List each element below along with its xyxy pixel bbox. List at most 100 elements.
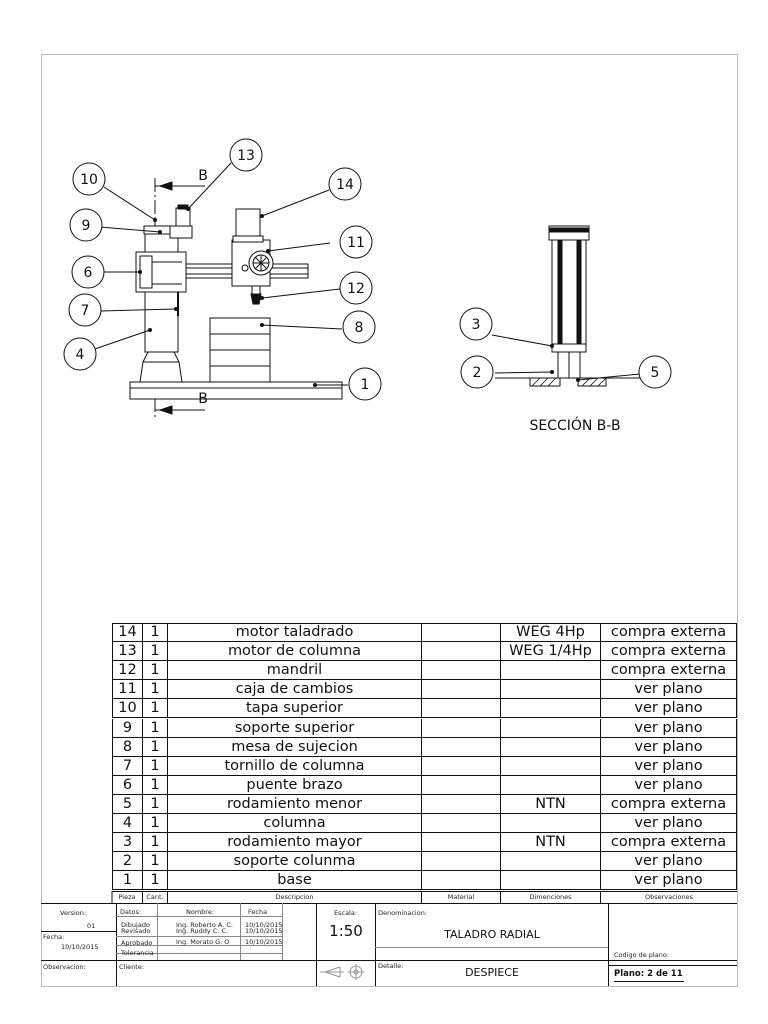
observations-cell: ver plano xyxy=(601,718,737,738)
dimensions-cell xyxy=(501,718,601,738)
observations-cell: compra externa xyxy=(601,623,737,642)
observations-cell: compra externa xyxy=(601,642,737,662)
header-material: Material xyxy=(422,891,501,903)
observacion-label: Observacion: xyxy=(43,963,86,971)
dimensions-cell xyxy=(501,871,601,891)
description-cell: soporte colunma xyxy=(168,852,422,872)
material-cell xyxy=(422,852,501,872)
dimensions-cell xyxy=(501,661,601,681)
observations-cell: ver plano xyxy=(601,871,737,891)
description-cell: puente brazo xyxy=(168,775,422,795)
part-number-cell: 5 xyxy=(112,794,143,814)
description-cell: mandril xyxy=(168,661,422,681)
quantity-cell: 1 xyxy=(143,756,168,776)
balloon-14 xyxy=(328,167,362,201)
quantity-cell: 1 xyxy=(143,814,168,833)
observations-cell: ver plano xyxy=(601,814,737,833)
balloon-label: 9 xyxy=(82,218,91,234)
balloon-label: 11 xyxy=(347,235,365,251)
plano-value: Plano: 2 de 11 xyxy=(614,969,683,979)
bom-header-row: Pieza Cant. Descripcion Material Dimenci… xyxy=(112,891,737,903)
part-number-cell: 7 xyxy=(112,756,143,776)
dibujado-label: Dibujado xyxy=(121,921,150,929)
revisado-date: 10/10/2015 xyxy=(245,927,283,935)
header-dimensiones: Dimenciones xyxy=(501,891,601,903)
section-title: SECCIÓN B-B xyxy=(529,416,620,434)
version-label: Version: xyxy=(60,909,87,917)
material-cell xyxy=(422,680,501,700)
material-cell xyxy=(422,775,501,795)
aprobado-name: Ing. Morato G. O xyxy=(176,938,230,946)
observations-cell: compra externa xyxy=(601,661,737,681)
material-cell xyxy=(422,642,501,662)
balloon-5 xyxy=(638,355,672,389)
balloon-label: 4 xyxy=(76,347,85,363)
balloon-label: 13 xyxy=(237,148,255,164)
dimensions-cell: NTN xyxy=(501,794,601,814)
quantity-cell: 1 xyxy=(143,737,168,757)
part-number-cell: 10 xyxy=(112,699,143,719)
quantity-cell: 1 xyxy=(143,775,168,795)
description-cell: tapa superior xyxy=(168,699,422,719)
section-marker-top: B xyxy=(198,168,208,184)
nombre-label: Nombre: xyxy=(186,908,215,916)
dimensions-cell xyxy=(501,737,601,757)
dimensions-cell xyxy=(501,756,601,776)
dimensions-cell xyxy=(501,680,601,700)
header-observaciones: Observaciones xyxy=(645,893,693,901)
description-cell: rodamiento mayor xyxy=(168,833,422,853)
observations-cell: ver plano xyxy=(601,775,737,795)
material-cell xyxy=(422,718,501,738)
dimensions-cell: WEG 4Hp xyxy=(501,623,601,642)
material-cell xyxy=(422,833,501,853)
quantity-cell: 1 xyxy=(143,833,168,853)
balloon-6 xyxy=(71,255,105,289)
part-number-cell: 12 xyxy=(112,661,143,681)
balloon-3 xyxy=(459,307,493,341)
balloon-12 xyxy=(339,271,373,305)
material-cell xyxy=(422,814,501,833)
balloon-label: 14 xyxy=(336,177,354,193)
balloon-4 xyxy=(63,337,97,371)
quantity-cell: 1 xyxy=(143,871,168,891)
section-view-bb xyxy=(491,225,641,387)
cliente-label: Cliente: xyxy=(119,963,145,971)
material-cell xyxy=(422,794,501,814)
part-number-cell: 4 xyxy=(112,814,143,833)
part-number-cell: 2 xyxy=(112,852,143,872)
detalle-value: DESPIECE xyxy=(465,966,519,979)
balloon-8 xyxy=(342,310,376,344)
material-cell xyxy=(422,871,501,891)
balloon-label: 5 xyxy=(651,365,660,381)
observations-cell: ver plano xyxy=(601,737,737,757)
balloon-2 xyxy=(460,355,494,389)
balloon-label: 1 xyxy=(361,377,370,393)
header-pieza: Pieza xyxy=(112,891,143,903)
dimensions-cell xyxy=(501,699,601,719)
dibujado-date: 10/10/2015 xyxy=(245,921,283,929)
fecha-col-label: Fecha xyxy=(248,908,268,916)
balloon-layer: 13 10 14 9 11 6 12 7 8 4 1 3 2 5 B B SEC… xyxy=(63,138,672,434)
description-cell: soporte superior xyxy=(168,718,422,738)
balloon-label: 7 xyxy=(81,303,90,319)
part-number-cell: 9 xyxy=(112,718,143,738)
material-cell xyxy=(422,661,501,681)
balloon-label: 8 xyxy=(355,320,364,336)
part-number-cell: 1 xyxy=(112,871,143,891)
aprobado-date: 10/10/2015 xyxy=(245,938,283,946)
quantity-cell: 1 xyxy=(143,794,168,814)
part-number-cell: 6 xyxy=(112,775,143,795)
detalle-label: Detalle: xyxy=(378,962,404,970)
fecha-value: 10/10/2015 xyxy=(61,943,99,951)
